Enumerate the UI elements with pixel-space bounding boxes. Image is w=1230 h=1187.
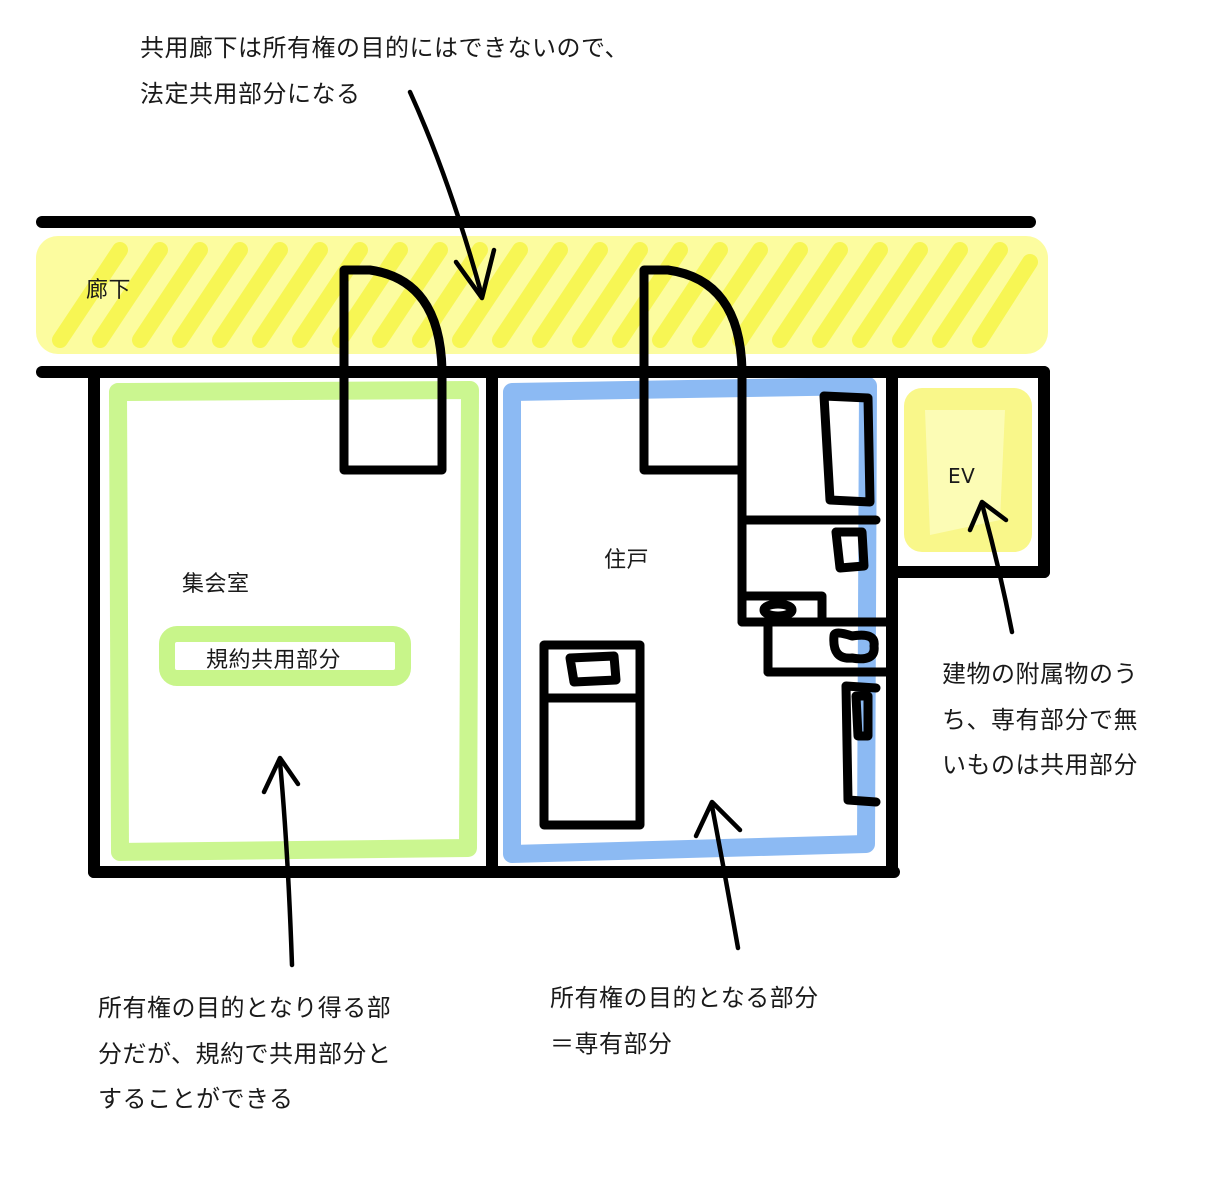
meeting-room-note-line: することができる xyxy=(98,1085,294,1114)
meeting-room-label: 集会室 xyxy=(182,572,250,597)
unit-note-line: 所有権の目的となる部分 xyxy=(550,984,819,1012)
ev-arrow xyxy=(979,501,1015,635)
ev-note-line: ち、専有部分で無 xyxy=(942,705,1138,734)
arrows xyxy=(261,89,1015,968)
meeting-room-note-line: 分だが、規約で共用部分と xyxy=(98,1039,392,1068)
unit-note-line: ＝専有部分 xyxy=(550,1029,673,1058)
unit-highlight xyxy=(503,377,877,863)
unit-label: 住戸 xyxy=(604,548,650,573)
meeting-room-arrow xyxy=(277,759,295,968)
meeting-room-note-line: 所有権の目的となり得る部 xyxy=(98,994,392,1022)
corridor-note: 共用廊下は所有権の目的にはできないので、 法定共用部分になる xyxy=(140,26,629,117)
unit-interior xyxy=(539,367,897,830)
meeting-room-tag-label: 規約共用部分 xyxy=(206,648,342,673)
corridor-arrow xyxy=(407,89,485,299)
unit-note: 所有権の目的となる部分 ＝専有部分 xyxy=(550,976,819,1067)
ev-note-line: 建物の附属物のう xyxy=(942,660,1138,688)
corridor-note-line: 法定共用部分になる xyxy=(140,79,361,108)
meeting-room-highlight xyxy=(109,381,479,861)
meeting-room-note: 所有権の目的となり得る部 分だが、規約で共用部分と することができる xyxy=(98,986,392,1123)
ev-note-line: いものは共用部分 xyxy=(942,751,1138,780)
elevator-label: EV xyxy=(948,464,976,488)
ev-note: 建物の附属物のう ち、専有部分で無 いものは共用部分 xyxy=(942,652,1138,789)
corridor-highlight xyxy=(36,236,1048,354)
unit-arrow xyxy=(709,803,741,951)
corridor-note-line: 共用廊下は所有権の目的にはできないので、 xyxy=(140,34,630,62)
meeting-room-tag-highlight xyxy=(159,626,411,686)
corridor-label: 廊下 xyxy=(86,278,132,303)
